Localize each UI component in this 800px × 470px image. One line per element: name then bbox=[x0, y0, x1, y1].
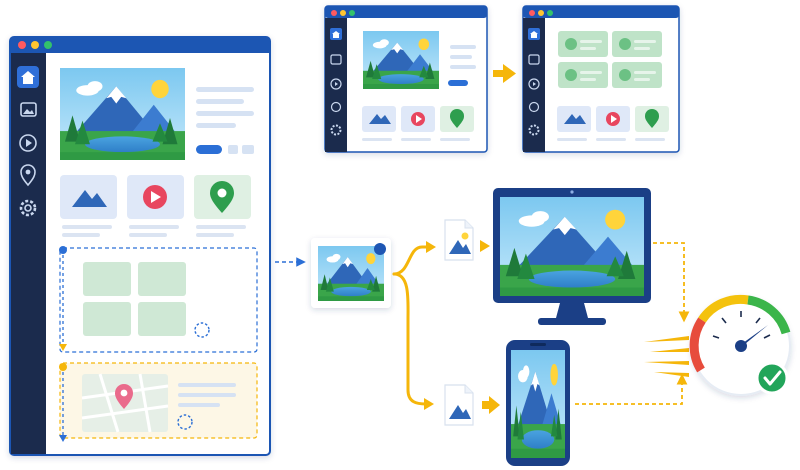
maximize-dot[interactable] bbox=[44, 41, 52, 49]
loading-spinner-icon bbox=[177, 414, 193, 430]
mobile-phone bbox=[506, 340, 570, 466]
sidebar-item-video[interactable] bbox=[19, 134, 37, 152]
gear-icon bbox=[19, 199, 37, 217]
branch-paths bbox=[392, 245, 430, 406]
hero-secondary-button[interactable] bbox=[228, 145, 238, 154]
desktop-image-file-icon bbox=[444, 219, 474, 261]
image-icon bbox=[20, 102, 37, 117]
flow-arrow-top bbox=[493, 64, 516, 83]
mountain-icon bbox=[72, 190, 107, 207]
tile-image[interactable] bbox=[60, 175, 117, 219]
arrow-to-mobile bbox=[482, 396, 500, 414]
desktop-monitor bbox=[493, 188, 651, 325]
status-dot bbox=[374, 243, 386, 255]
tile-location[interactable] bbox=[194, 175, 251, 219]
tile-caption-lines bbox=[62, 225, 246, 237]
loading-spinner-icon bbox=[194, 322, 210, 338]
sidebar-item-home[interactable] bbox=[17, 66, 39, 88]
lazy-map-section bbox=[59, 362, 258, 439]
close-dot[interactable] bbox=[18, 41, 26, 49]
arrow-to-desktop bbox=[480, 240, 490, 252]
tile-video[interactable] bbox=[127, 175, 184, 219]
hero-tertiary-button[interactable] bbox=[242, 145, 254, 154]
home-icon bbox=[21, 71, 35, 84]
scroll-flow-indicator bbox=[59, 246, 67, 442]
sidebar-item-images[interactable] bbox=[20, 102, 37, 117]
play-icon bbox=[19, 134, 37, 152]
flow-mobile-to-gauge bbox=[575, 373, 688, 405]
sidebar-item-location[interactable] bbox=[20, 164, 36, 187]
flow-desktop-to-gauge bbox=[653, 242, 690, 323]
check-badge-icon bbox=[755, 361, 789, 395]
sidebar-item-settings[interactable] bbox=[19, 199, 37, 217]
lazy-image-grid-section bbox=[59, 247, 258, 353]
main-sidebar bbox=[11, 53, 46, 454]
gauge-needle bbox=[739, 325, 768, 349]
window-control-dots[interactable] bbox=[18, 41, 52, 49]
minimize-dot[interactable] bbox=[31, 41, 39, 49]
hero-text-lines bbox=[196, 87, 254, 128]
location-pin-icon bbox=[20, 164, 36, 187]
hero-primary-button[interactable] bbox=[196, 145, 222, 154]
skeleton-cards bbox=[558, 31, 662, 88]
mobile-image-file-icon bbox=[444, 384, 474, 426]
hero-image bbox=[60, 68, 185, 160]
map-pin-icon bbox=[115, 384, 133, 409]
speed-lines bbox=[644, 336, 689, 377]
